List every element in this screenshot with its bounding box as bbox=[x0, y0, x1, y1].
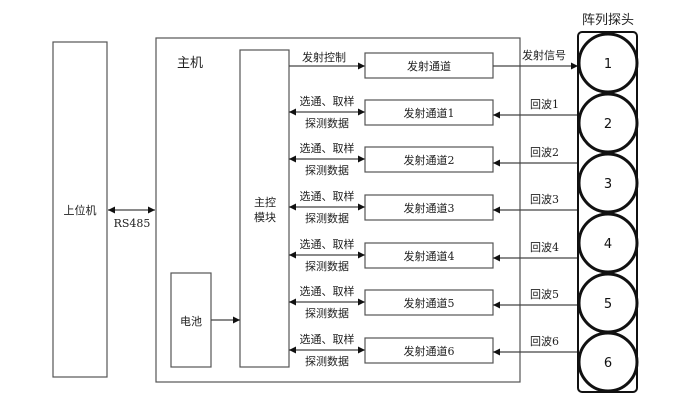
transmit-channel-label-3: 发射通道3 bbox=[404, 201, 455, 215]
controller-label-line2: 模块 bbox=[254, 211, 276, 224]
gating-sampling-label: 选通、取样 bbox=[300, 284, 355, 298]
detection-data-label: 探测数据 bbox=[305, 116, 349, 130]
controller-label-line1: 主控 bbox=[254, 195, 276, 209]
probe-element-3 bbox=[577, 152, 639, 214]
rs485-label: RS485 bbox=[114, 217, 151, 230]
probe-element-2 bbox=[577, 92, 639, 154]
probe-array-title: 阵列探头 bbox=[582, 13, 634, 28]
probe-elements: 1 2 3 4 5 6 bbox=[577, 32, 639, 393]
echo-label-5: 回波5 bbox=[530, 288, 559, 301]
probe-element-6 bbox=[577, 331, 639, 393]
detection-data-label: 探测数据 bbox=[305, 306, 349, 320]
transmit-channel-box-2 bbox=[364, 146, 494, 173]
rs485-link: RS485 bbox=[108, 206, 155, 230]
echo-label-3: 回波3 bbox=[530, 193, 559, 206]
main-unit-title: 主机 bbox=[177, 56, 203, 71]
transmit-channel-label-6: 发射通道6 bbox=[404, 344, 455, 358]
probe-element-number: 5 bbox=[604, 297, 612, 312]
probe-element-number: 1 bbox=[604, 57, 612, 72]
probe-element-number: 2 bbox=[604, 117, 612, 132]
gating-sampling-label: 选通、取样 bbox=[300, 141, 355, 155]
transmit-channel-label: 发射通道 bbox=[407, 59, 451, 73]
controller-module-box bbox=[239, 49, 290, 368]
host-pc-label: 上位机 bbox=[64, 203, 97, 217]
probe-array: 阵列探头 1 2 3 4 5 6 bbox=[577, 13, 639, 393]
probe-element-1 bbox=[577, 32, 639, 94]
probe-element-number: 6 bbox=[604, 356, 612, 371]
gating-sampling-label: 选通、取样 bbox=[300, 94, 355, 108]
gating-sampling-label: 选通、取样 bbox=[300, 332, 355, 346]
transmit-signal-label: 发射信号 bbox=[522, 48, 566, 62]
detection-data-label: 探测数据 bbox=[305, 211, 349, 225]
transmit-channel-box-5 bbox=[364, 289, 494, 316]
echo-label-6: 回波6 bbox=[530, 335, 559, 348]
transmit-channel-label-4: 发射通道4 bbox=[404, 249, 455, 263]
probe-element-4 bbox=[577, 212, 639, 274]
transmit-control-label: 发射控制 bbox=[302, 50, 346, 64]
gating-sampling-label: 选通、取样 bbox=[300, 237, 355, 251]
transmit-channel-box-3 bbox=[364, 194, 494, 221]
probe-element-number: 4 bbox=[604, 237, 612, 252]
detection-data-label: 探测数据 bbox=[305, 259, 349, 273]
transmit-channel-label-2: 发射通道2 bbox=[404, 153, 455, 167]
main-unit: 主机 主控 模块 电池 发射控制 发射通道 发射信号 选通、取样探测数据发射通道… bbox=[155, 37, 578, 383]
detection-data-label: 探测数据 bbox=[305, 354, 349, 368]
transmit-channel-box bbox=[364, 52, 494, 79]
battery-label: 电池 bbox=[180, 315, 202, 328]
echo-label-4: 回波4 bbox=[530, 241, 559, 254]
transmit-channel-label-5: 发射通道5 bbox=[404, 296, 455, 310]
probe-element-number: 3 bbox=[604, 177, 612, 192]
transmit-channel-box-6 bbox=[364, 337, 494, 364]
host-pc-box bbox=[52, 41, 108, 378]
channel-rows: 选通、取样探测数据发射通道1回波1选通、取样探测数据发射通道2回波2选通、取样探… bbox=[289, 94, 578, 368]
transmit-channel-label-1: 发射通道1 bbox=[404, 106, 455, 120]
gating-sampling-label: 选通、取样 bbox=[300, 189, 355, 203]
echo-label-2: 回波2 bbox=[530, 146, 559, 159]
detection-data-label: 探测数据 bbox=[305, 163, 349, 177]
host-pc-block: 上位机 bbox=[52, 41, 108, 378]
echo-label-1: 回波1 bbox=[530, 98, 559, 111]
